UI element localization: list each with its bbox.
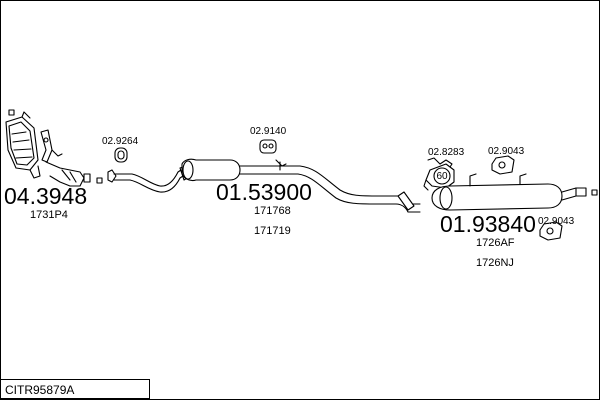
rubber-mount-icon <box>259 139 277 154</box>
part-number-centre: 01.53900 <box>216 179 312 205</box>
part-ref-centre-2: 171719 <box>254 225 291 237</box>
part-number-front: 04.3948 <box>4 183 87 209</box>
heat-shield-bracket-icon <box>40 129 63 163</box>
part-ref-front-1: 1731P4 <box>30 209 68 221</box>
hanger-hook-icon <box>275 159 287 171</box>
accessory-number-1: 02.9264 <box>102 136 139 147</box>
pipe-clamp-icon <box>423 157 455 191</box>
rubber-hanger-icon <box>491 155 515 175</box>
part-ref-centre-1: 171768 <box>254 205 291 217</box>
part-number-rear: 01.93840 <box>440 211 536 237</box>
clamp-label: 60 <box>436 171 448 182</box>
part-ref-rear-1: 1726AF <box>476 237 515 249</box>
accessory-number-3: 02.8283 <box>428 147 465 158</box>
catalytic-converter-icon <box>5 111 41 179</box>
front-pipe-icon <box>45 161 91 187</box>
gasket-ring-icon <box>114 147 128 163</box>
accessory-number-2: 02.9140 <box>250 126 287 137</box>
accessory-number-5: 02.9043 <box>538 216 575 227</box>
accessory-number-4: 02.9043 <box>488 146 525 157</box>
tail-pipe-long-icon <box>239 165 421 213</box>
end-marker-mid <box>96 177 103 184</box>
rear-silencer-icon <box>431 173 563 211</box>
centre-silencer-icon <box>181 158 241 182</box>
intermediate-pipe-icon <box>107 165 191 193</box>
part-ref-rear-2: 1726NJ <box>476 257 514 269</box>
end-marker-left <box>8 109 15 116</box>
rubber-hanger-lower-icon <box>539 221 563 241</box>
diagram-code-box: CITR95879A <box>0 379 150 399</box>
diagram-code: CITR95879A <box>5 383 75 397</box>
tail-pipe-end-icon <box>561 187 598 201</box>
